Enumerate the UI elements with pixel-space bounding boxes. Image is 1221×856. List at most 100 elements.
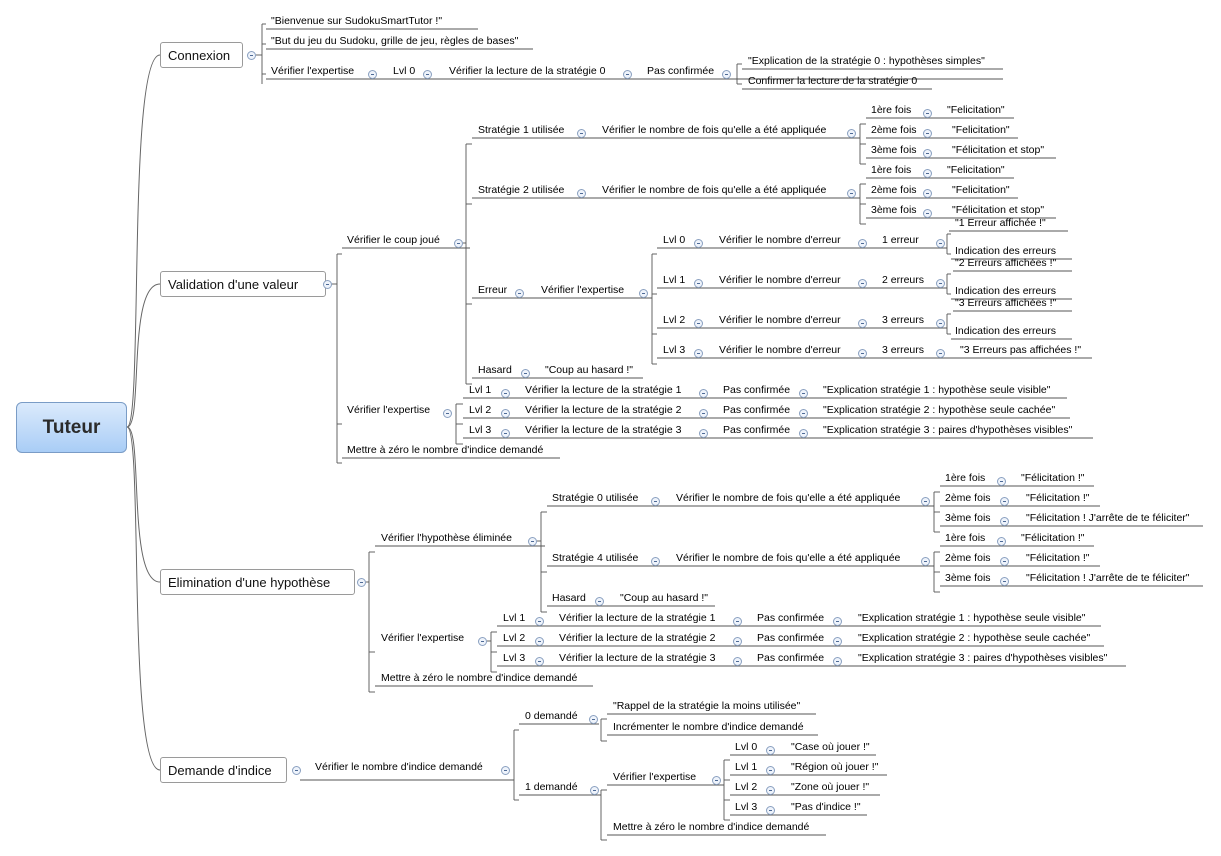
validation-verifier-coup[interactable]: Vérifier le coup joué xyxy=(347,234,440,246)
collapse-icon[interactable] xyxy=(858,349,867,358)
collapse-icon[interactable] xyxy=(623,70,632,79)
collapse-icon[interactable] xyxy=(423,70,432,79)
collapse-icon[interactable] xyxy=(847,129,856,138)
collapse-icon[interactable] xyxy=(639,289,648,298)
elim-explication-1[interactable]: "Explication stratégie 1 : hypothèse seu… xyxy=(858,612,1086,624)
erreur-verif-nb-0[interactable]: Vérifier le nombre d'erreur xyxy=(719,234,841,246)
collapse-icon[interactable] xyxy=(535,637,544,646)
e0-fois-1[interactable]: 1ère fois xyxy=(945,472,986,484)
erreur-verif-nb-3[interactable]: Vérifier le nombre d'erreur xyxy=(719,344,841,356)
collapse-icon[interactable] xyxy=(799,429,808,438)
erreur-count-1[interactable]: 2 erreurs xyxy=(882,274,925,286)
erreur-affichee-2[interactable]: "3 Erreurs affichées !" xyxy=(955,297,1057,309)
e0-felicitation-1[interactable]: "Félicitation !" xyxy=(1021,472,1085,484)
collapse-icon[interactable] xyxy=(515,289,524,298)
v2-felicitation-stop[interactable]: "Félicitation et stop" xyxy=(952,204,1045,216)
collapse-icon[interactable] xyxy=(936,239,945,248)
demande-verifier-expertise[interactable]: Vérifier l'expertise xyxy=(613,771,697,783)
collapse-icon[interactable] xyxy=(833,657,842,666)
branch-connexion[interactable]: Connexion xyxy=(160,42,243,68)
collapse-icon[interactable] xyxy=(651,557,660,566)
v2-felicitation-2[interactable]: "Felicitation" xyxy=(952,184,1010,196)
collapse-icon[interactable] xyxy=(858,279,867,288)
erreur-count-3[interactable]: 3 erreurs xyxy=(882,344,925,356)
collapse-icon[interactable] xyxy=(323,280,332,289)
demande-indice-region[interactable]: "Région où jouer !" xyxy=(791,761,879,773)
v1-felicitation-2[interactable]: "Felicitation" xyxy=(952,124,1010,136)
collapse-icon[interactable] xyxy=(936,279,945,288)
collapse-icon[interactable] xyxy=(1000,497,1009,506)
collapse-icon[interactable] xyxy=(699,429,708,438)
elim-coup-hasard[interactable]: "Coup au hasard !" xyxy=(620,592,709,604)
connexion-pas-confirmee[interactable]: Pas confirmée xyxy=(647,65,715,77)
validation-coup-hasard[interactable]: "Coup au hasard !" xyxy=(545,364,634,376)
erreur-lvl1[interactable]: Lvl 1 xyxy=(663,274,686,286)
collapse-icon[interactable] xyxy=(595,597,604,606)
collapse-icon[interactable] xyxy=(443,409,452,418)
v1-felicitation-stop[interactable]: "Félicitation et stop" xyxy=(952,144,1045,156)
validation-lecture-2[interactable]: Vérifier la lecture de la stratégie 2 xyxy=(525,404,682,416)
demande-indice-case[interactable]: "Case où jouer !" xyxy=(791,741,870,753)
connexion-verifier-lecture[interactable]: Vérifier la lecture de la stratégie 0 xyxy=(449,65,606,77)
validation-strategie-1[interactable]: Stratégie 1 utilisée xyxy=(478,124,565,136)
root-node[interactable]: Tuteur xyxy=(16,402,127,453)
e4-felicitation-2[interactable]: "Félicitation !" xyxy=(1026,552,1090,564)
collapse-icon[interactable] xyxy=(712,776,721,785)
elim-verifier-expertise[interactable]: Vérifier l'expertise xyxy=(381,632,465,644)
collapse-icon[interactable] xyxy=(1000,557,1009,566)
collapse-icon[interactable] xyxy=(847,189,856,198)
elim-reset[interactable]: Mettre à zéro le nombre d'indice demandé xyxy=(381,672,578,684)
validation-pas-confirmee-2[interactable]: Pas confirmée xyxy=(723,404,791,416)
elim-strategie-0[interactable]: Stratégie 0 utilisée xyxy=(552,492,639,504)
v1-fois-2[interactable]: 2ème fois xyxy=(871,124,917,136)
v2-felicitation-1[interactable]: "Felicitation" xyxy=(947,164,1005,176)
collapse-icon[interactable] xyxy=(936,319,945,328)
collapse-icon[interactable] xyxy=(577,189,586,198)
elim-verif-nb-fois-0[interactable]: Vérifier le nombre de fois qu'elle a été… xyxy=(676,492,901,504)
validation-pas-confirmee-3[interactable]: Pas confirmée xyxy=(723,424,791,436)
collapse-icon[interactable] xyxy=(733,617,742,626)
elim-expertise-lvl3[interactable]: Lvl 3 xyxy=(503,652,526,664)
collapse-icon[interactable] xyxy=(833,617,842,626)
erreur-verif-nb-1[interactable]: Vérifier le nombre d'erreur xyxy=(719,274,841,286)
branch-validation[interactable]: Validation d'une valeur xyxy=(160,271,326,297)
validation-verif-nb-fois-1[interactable]: Vérifier le nombre de fois qu'elle a été… xyxy=(602,124,827,136)
erreur-indication-1[interactable]: Indication des erreurs xyxy=(955,285,1056,297)
branch-demande[interactable]: Demande d'indice xyxy=(160,757,287,783)
elim-explication-2[interactable]: "Explication stratégie 2 : hypothèse seu… xyxy=(858,632,1091,644)
elim-explication-3[interactable]: "Explication stratégie 3 : paires d'hypo… xyxy=(858,652,1108,664)
collapse-icon[interactable] xyxy=(936,349,945,358)
elim-lecture-2[interactable]: Vérifier la lecture de la stratégie 2 xyxy=(559,632,716,644)
collapse-icon[interactable] xyxy=(357,578,366,587)
collapse-icon[interactable] xyxy=(921,557,930,566)
validation-strategie-2[interactable]: Stratégie 2 utilisée xyxy=(478,184,565,196)
collapse-icon[interactable] xyxy=(722,70,731,79)
collapse-icon[interactable] xyxy=(858,319,867,328)
e0-fois-2[interactable]: 2ème fois xyxy=(945,492,991,504)
e4-fois-1[interactable]: 1ère fois xyxy=(945,532,986,544)
demande-0[interactable]: 0 demandé xyxy=(525,710,578,722)
collapse-icon[interactable] xyxy=(501,409,510,418)
collapse-icon[interactable] xyxy=(799,389,808,398)
validation-explication-3[interactable]: "Explication stratégie 3 : paires d'hypo… xyxy=(823,424,1073,436)
collapse-icon[interactable] xyxy=(535,617,544,626)
erreur-indication-2[interactable]: Indication des erreurs xyxy=(955,325,1056,337)
erreur-count-0[interactable]: 1 erreur xyxy=(882,234,919,246)
collapse-icon[interactable] xyxy=(501,429,510,438)
erreur-indication-0[interactable]: Indication des erreurs xyxy=(955,245,1056,257)
collapse-icon[interactable] xyxy=(368,70,377,79)
validation-erreur[interactable]: Erreur xyxy=(478,284,508,296)
collapse-icon[interactable] xyxy=(799,409,808,418)
validation-verif-nb-fois-2[interactable]: Vérifier le nombre de fois qu'elle a été… xyxy=(602,184,827,196)
e0-felicitation-2[interactable]: "Félicitation !" xyxy=(1026,492,1090,504)
erreur-affichee-1[interactable]: "2 Erreurs affichées !" xyxy=(955,257,1057,269)
collapse-icon[interactable] xyxy=(923,169,932,178)
collapse-icon[interactable] xyxy=(733,637,742,646)
elim-strategie-4[interactable]: Stratégie 4 utilisée xyxy=(552,552,639,564)
collapse-icon[interactable] xyxy=(699,409,708,418)
collapse-icon[interactable] xyxy=(923,109,932,118)
elim-verif-nb-fois-4[interactable]: Vérifier le nombre de fois qu'elle a été… xyxy=(676,552,901,564)
connexion-bienvenue[interactable]: "Bienvenue sur SudokuSmartTutor !" xyxy=(271,15,443,27)
collapse-icon[interactable] xyxy=(247,51,256,60)
e4-fois-2[interactable]: 2ème fois xyxy=(945,552,991,564)
